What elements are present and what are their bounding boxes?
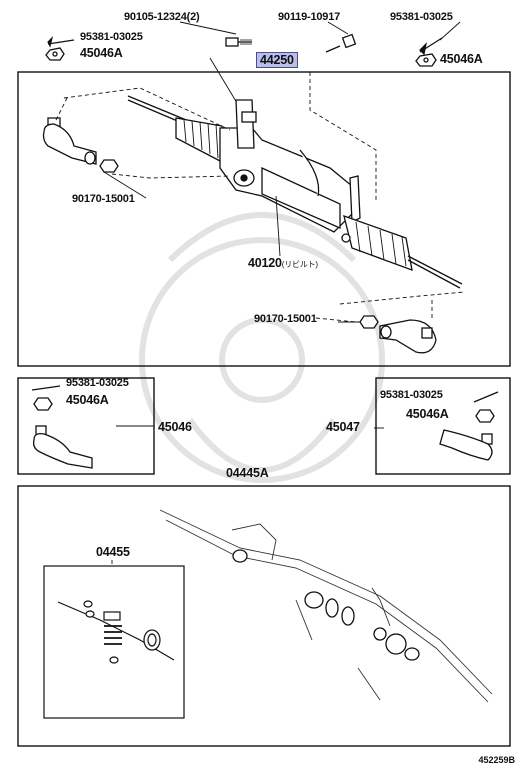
kit-inner-parts [57, 600, 175, 664]
steering-rack [127, 95, 463, 289]
label-kit: 04445A [226, 466, 269, 480]
label-box-right-part: 45047 [326, 420, 360, 434]
label-nut-left-main: 90170-15001 [72, 193, 135, 205]
bolt-b [325, 33, 357, 53]
leaders-main [103, 171, 360, 323]
label-box-left-part: 45046 [158, 420, 192, 434]
kit-frame [17, 485, 511, 747]
nut-top-left [45, 47, 65, 61]
label-pin-top-right: 95381-03025 [390, 11, 453, 23]
label-bolt-b: 90119-10917 [278, 11, 341, 23]
kit-parts [232, 549, 420, 661]
bolt-a [225, 37, 252, 47]
kit-inner-frame [43, 565, 185, 719]
cotter-pin-top-left [47, 36, 75, 48]
tie-rod-end-left-main [42, 117, 97, 165]
label-box-right-nut: 45046A [406, 407, 449, 421]
label-gear-main: 40120(リビルト) [248, 256, 318, 270]
figure-reference: 452259B [478, 755, 515, 765]
nut-right-main [359, 315, 379, 329]
tie-rod-end-left-box [31, 385, 93, 469]
label-bolt-a: 90105-12324(2) [124, 11, 200, 23]
tie-rod-end-right-main [379, 319, 437, 354]
leaders-top [179, 21, 461, 200]
nut-top-right [415, 53, 437, 67]
dashed-right [315, 291, 465, 323]
watermark-emblem [139, 212, 385, 483]
label-nut-top-left: 45046A [80, 46, 123, 60]
kit-rack-outline [159, 509, 493, 703]
cotter-pin-top-right [419, 37, 443, 56]
main-frame [17, 71, 511, 367]
label-nut-top-right: 45046A [440, 52, 483, 66]
label-pin-top-left: 95381-03025 [80, 31, 143, 43]
label-box-right-pin: 95381-03025 [380, 389, 443, 401]
label-nut-right-main: 90170-15001 [254, 313, 317, 325]
tie-rod-end-right-box [439, 391, 499, 461]
label-box-left-pin: 95381-03025 [66, 377, 129, 389]
label-gear-main-note: (リビルト) [281, 260, 318, 269]
label-assembly-44250: 44250 [256, 52, 298, 68]
nut-left-main [99, 159, 119, 173]
right-tie-rod-frame [375, 377, 511, 475]
label-kit-inner: 04455 [96, 545, 130, 559]
dashed-left [55, 87, 231, 179]
label-box-left-nut: 45046A [66, 393, 109, 407]
label-gear-main-number: 40120 [248, 256, 282, 270]
